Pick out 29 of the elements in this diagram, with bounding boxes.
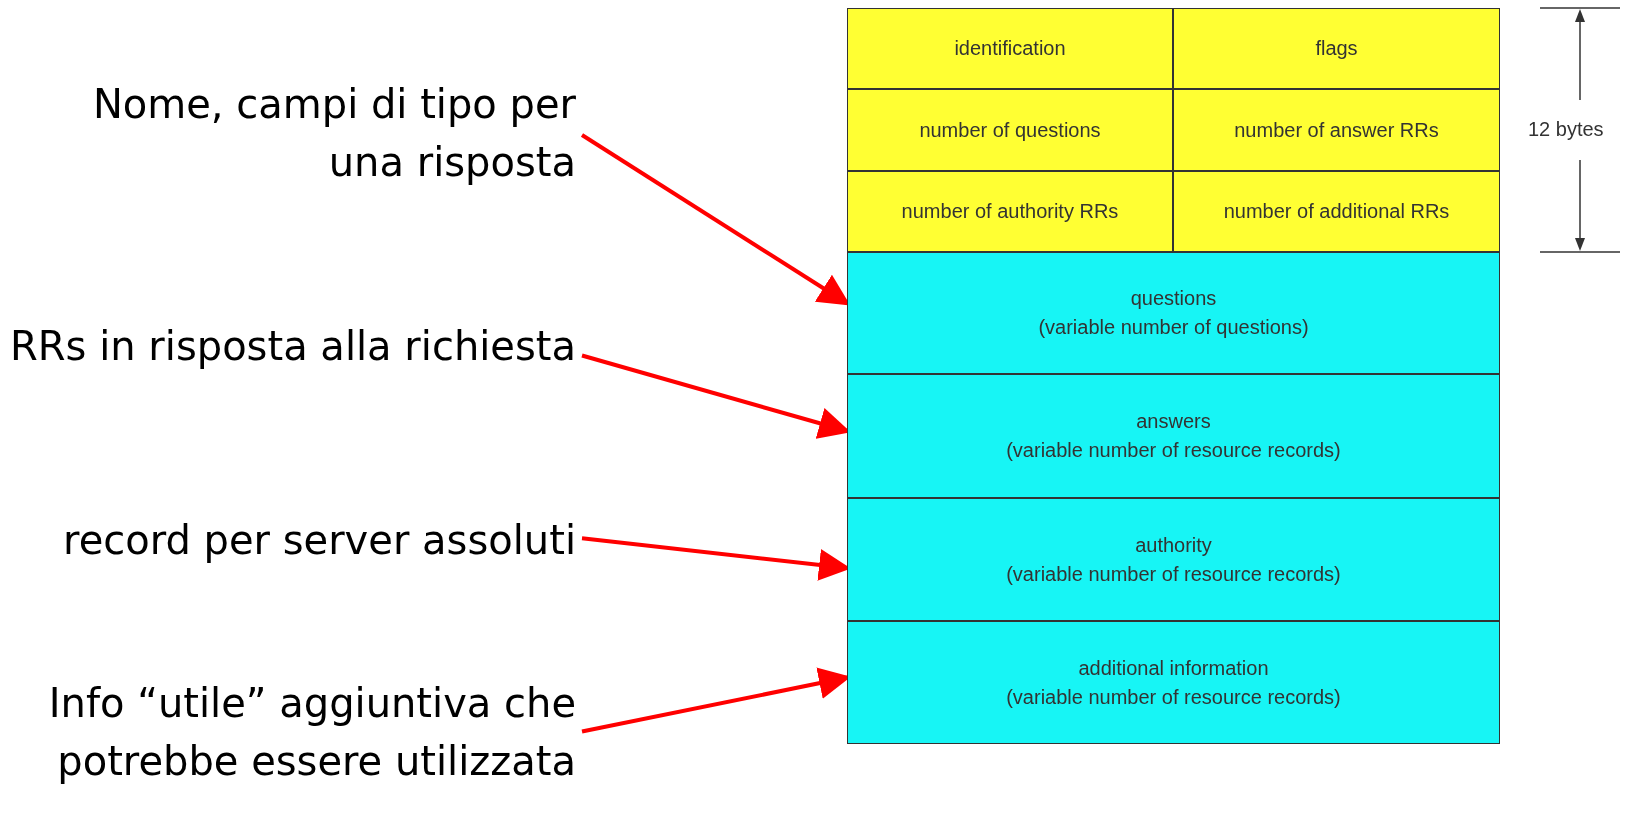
header-field xyxy=(847,171,1173,252)
section-box xyxy=(847,621,1500,744)
header-field xyxy=(1173,171,1500,252)
field-name: additional information xyxy=(1078,655,1269,681)
field-description: (variable number of questions) xyxy=(1038,315,1309,340)
field-description: (variable number of resource records) xyxy=(1006,684,1341,710)
field-name: number of authority RRs xyxy=(901,199,1119,224)
field-name: number of questions xyxy=(919,117,1101,143)
annotation-label: Info “utile” aggiuntiva che potrebbe essere utilizzata xyxy=(47,678,576,786)
field-name: authority xyxy=(1135,532,1212,558)
field-name: flags xyxy=(1315,36,1358,61)
field-description: (variable number of resource records) xyxy=(1006,438,1341,463)
header-field xyxy=(1173,8,1500,89)
section-box xyxy=(847,498,1500,621)
section-box xyxy=(847,252,1500,374)
header-field xyxy=(847,89,1173,171)
header-field xyxy=(847,8,1173,89)
annotation-label: RRs in risposta alla richiesta xyxy=(10,321,576,371)
field-name: number of answer RRs xyxy=(1234,117,1439,143)
section-box xyxy=(847,374,1500,498)
annotation-label: Nome, campi di tipo per una risposta xyxy=(91,79,576,187)
dimension-label: 12 bytes xyxy=(1528,118,1604,141)
header-field xyxy=(1173,89,1500,171)
field-name: questions xyxy=(1130,286,1217,311)
field-name: number of additional RRs xyxy=(1223,199,1450,224)
field-name: identification xyxy=(954,36,1066,61)
annotation-label: record per server assoluti xyxy=(63,515,576,565)
field-name: answers xyxy=(1136,409,1211,434)
field-description: (variable number of resource records) xyxy=(1006,561,1341,587)
